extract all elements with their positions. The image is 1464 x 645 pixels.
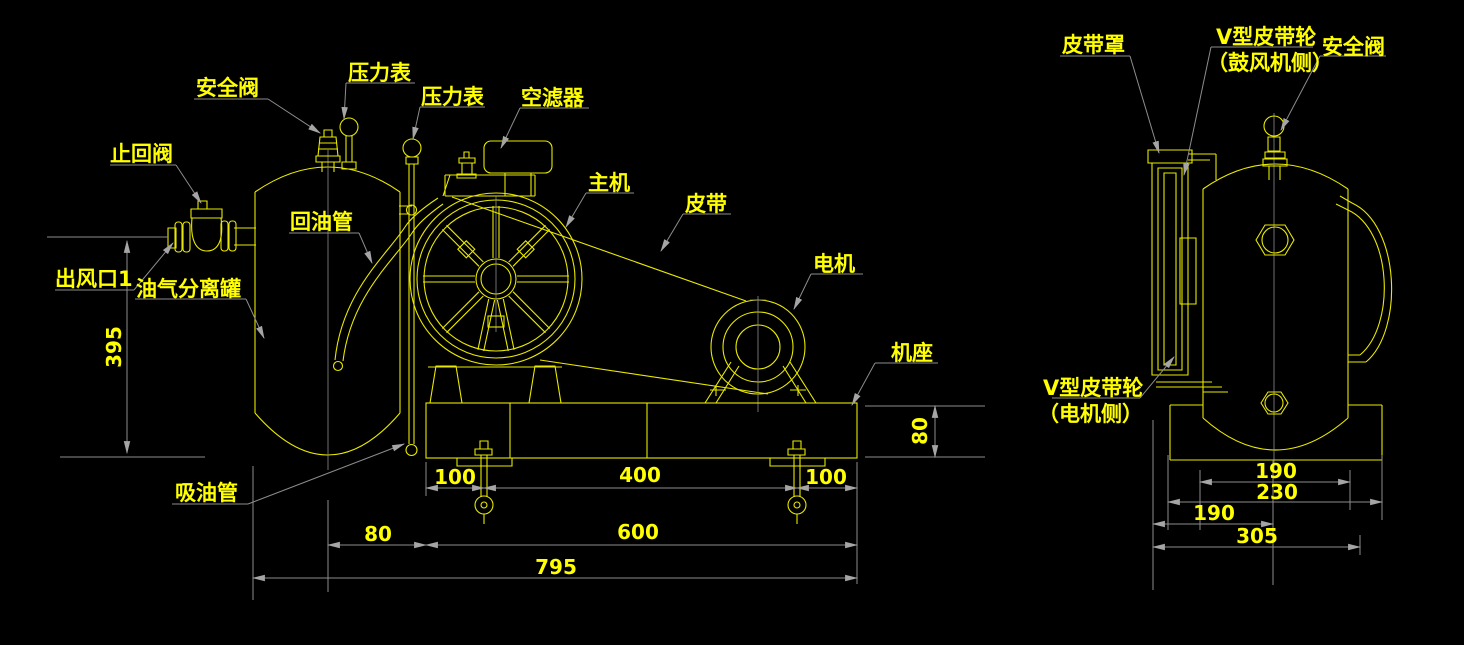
label-belt: 皮带 <box>685 192 727 216</box>
dim-795: 795 <box>535 555 577 579</box>
label-oil-gas-separator: 油气分离罐 <box>136 277 241 301</box>
impeller-wheel <box>409 192 583 404</box>
front-dimensions: 395 100 400 100 80 600 795 80 <box>47 236 985 600</box>
dim-230: 230 <box>1256 480 1298 504</box>
label-oil-suction-pipe: 吸油管 <box>175 481 238 505</box>
label-air-outlet: 出风口1 <box>55 267 133 291</box>
front-view: 395 100 400 100 80 600 795 80 安全阀 <box>47 61 985 600</box>
label-pulley-motor-1: V型皮带轮 <box>1043 376 1143 400</box>
label-belt-cover: 皮带罩 <box>1062 33 1125 57</box>
label-oil-return-pipe: 回油管 <box>290 210 353 234</box>
dim-80-base-height: 80 <box>908 417 932 445</box>
pressure-gauge-1 <box>339 117 359 170</box>
label-safety-valve-side: 安全阀 <box>1322 35 1385 59</box>
label-check-valve: 止回阀 <box>110 142 173 166</box>
label-main-unit: 主机 <box>588 171 630 195</box>
dim-395: 395 <box>102 326 126 368</box>
label-pulley-blower-2: （鼓风机侧） <box>1207 51 1333 75</box>
tank-side <box>1202 113 1349 470</box>
oil-separator-tank <box>254 150 401 470</box>
side-dimensions: 190 230 190 305 <box>1151 420 1384 590</box>
label-motor: 电机 <box>813 252 855 276</box>
oil-return-pipe <box>332 197 444 372</box>
side-labels: 皮带罩 V型皮带轮 （鼓风机侧） 安全阀 V型皮带轮 （电机侧） <box>1038 25 1386 426</box>
check-valve <box>167 200 256 253</box>
oil-suction-pipe <box>405 443 418 457</box>
dim-305: 305 <box>1236 524 1278 548</box>
dim-600: 600 <box>617 520 659 544</box>
label-pulley-motor-2: （电机侧） <box>1038 402 1143 426</box>
motor <box>704 296 817 412</box>
drive-belt <box>451 196 769 395</box>
label-base: 机座 <box>891 341 933 365</box>
dim-190-cover: 190 <box>1193 501 1235 525</box>
belt-cover <box>1147 149 1228 393</box>
machine-base <box>425 402 858 459</box>
dim-100-left: 100 <box>434 465 476 489</box>
safety-valve-front <box>315 129 341 172</box>
dim-190-tank: 190 <box>1255 459 1297 483</box>
label-pressure-gauge-2: 压力表 <box>421 85 485 109</box>
label-pulley-blower-1: V型皮带轮 <box>1216 25 1316 49</box>
label-pressure-gauge-1: 压力表 <box>348 61 412 85</box>
dim-80: 80 <box>364 522 392 546</box>
pedestal-base-side <box>1169 404 1383 461</box>
dim-400: 400 <box>619 463 661 487</box>
side-view: 190 230 190 305 皮带罩 V型皮带轮 （鼓风机侧） 安全阀 V型皮… <box>1038 25 1393 590</box>
front-labels: 安全阀 压力表 压力表 空滤器 主机 皮带 电机 机座 止回阀 出风口1 油气分… <box>55 61 938 505</box>
label-safety-valve: 安全阀 <box>196 76 259 100</box>
outlet-pipe-side <box>1335 195 1393 363</box>
label-air-filter: 空滤器 <box>521 86 585 110</box>
air-filter <box>442 140 553 197</box>
anchor-bolt-left <box>456 440 513 524</box>
anchor-bolt-right <box>769 440 826 524</box>
dim-100-right: 100 <box>805 465 847 489</box>
